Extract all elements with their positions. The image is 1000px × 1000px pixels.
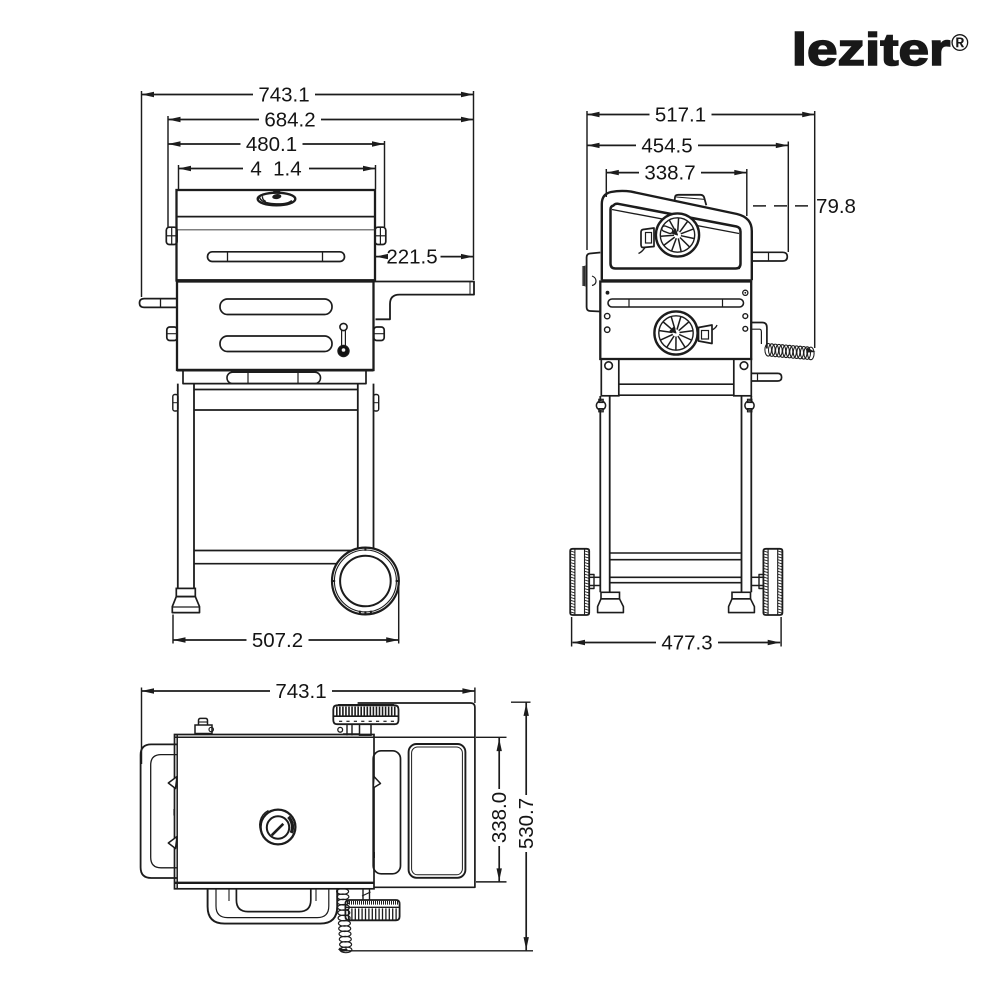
svg-text:leziter: leziter bbox=[792, 25, 951, 75]
svg-text:507.2: 507.2 bbox=[252, 629, 303, 652]
svg-text:221.5: 221.5 bbox=[386, 246, 437, 269]
svg-text:®: ® bbox=[951, 30, 969, 57]
svg-text:79.8: 79.8 bbox=[816, 195, 856, 218]
svg-text:338.0: 338.0 bbox=[488, 792, 511, 843]
svg-text:530.7: 530.7 bbox=[515, 798, 538, 849]
svg-text:480.1: 480.1 bbox=[246, 133, 297, 156]
svg-text:477.3: 477.3 bbox=[661, 632, 712, 655]
svg-text:684.2: 684.2 bbox=[264, 109, 315, 132]
svg-text:4 1.4: 4 1.4 bbox=[250, 158, 301, 181]
svg-text:454.5: 454.5 bbox=[641, 134, 692, 157]
svg-text:338.7: 338.7 bbox=[644, 162, 695, 185]
svg-text:517.1: 517.1 bbox=[655, 104, 706, 127]
svg-text:743.1: 743.1 bbox=[258, 84, 309, 107]
svg-text:743.1: 743.1 bbox=[275, 680, 326, 703]
